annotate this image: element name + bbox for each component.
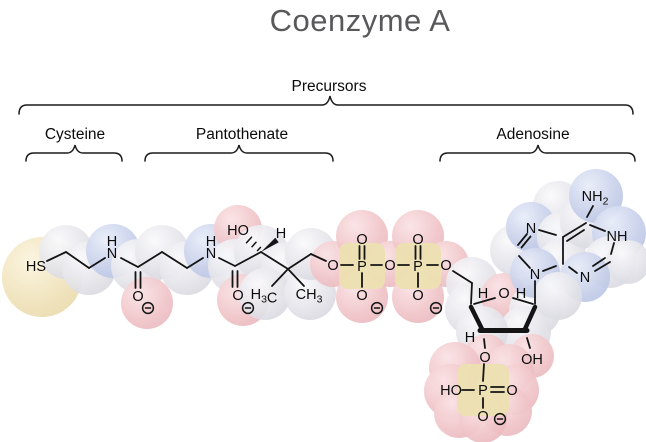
- minus-charge-icon: [141, 301, 155, 315]
- bond: [473, 297, 496, 305]
- bond: [542, 265, 557, 272]
- bond: [610, 242, 615, 255]
- atom-label: H: [276, 226, 286, 242]
- bond: [310, 253, 327, 262]
- minus-charge-icon: [241, 301, 255, 315]
- atom-label: HO: [227, 223, 249, 239]
- atom-sphere-c: [239, 268, 291, 320]
- pantothenate-brace: [144, 144, 334, 162]
- bond: [520, 235, 532, 249]
- bond: [522, 304, 538, 332]
- pantothenate-label: Pantothenate: [195, 126, 289, 143]
- bond: [483, 338, 486, 349]
- bond: [120, 257, 139, 268]
- wedge-bond: [261, 237, 279, 252]
- bond: [568, 266, 578, 274]
- atom-label: HS: [26, 259, 46, 275]
- bond: [562, 222, 587, 238]
- atom-label: O: [412, 288, 423, 304]
- atom-label: H3C: [251, 287, 278, 307]
- atom-label: P: [478, 383, 488, 399]
- bond: [468, 304, 485, 332]
- bond: [218, 257, 236, 267]
- atom-label: N: [526, 221, 536, 237]
- atom-label: NH: [607, 229, 628, 245]
- bond: [566, 229, 585, 242]
- atom-label: H: [478, 286, 488, 302]
- page-title: Coenzyme A: [269, 3, 451, 38]
- atom-label: OH: [521, 352, 543, 368]
- atom-label: N: [580, 270, 590, 286]
- atom-label: H: [516, 286, 526, 302]
- bond: [452, 270, 473, 284]
- bond: [137, 251, 163, 268]
- atom-label: CH3: [296, 287, 323, 306]
- bond: [538, 229, 557, 236]
- atom-label: H: [206, 234, 216, 250]
- atom-label: O: [356, 288, 367, 304]
- bond: [518, 255, 531, 269]
- bond: [482, 363, 485, 382]
- bond: [88, 257, 106, 269]
- bond: [287, 253, 312, 270]
- adenosine-label: Adenosine: [496, 126, 570, 143]
- cysteine-brace: [25, 144, 123, 162]
- bond: [234, 251, 262, 267]
- atom-label: H: [107, 234, 117, 250]
- bond: [526, 337, 531, 349]
- atom-label: N: [530, 267, 540, 283]
- precursors-brace: [18, 95, 634, 115]
- adenosine-brace: [439, 144, 636, 162]
- bond: [65, 251, 90, 269]
- atom-label: NH2: [582, 189, 609, 208]
- bond: [186, 257, 204, 269]
- minus-charge-icon: [429, 301, 443, 315]
- bond: [287, 268, 305, 287]
- precursors-label: Precursors: [291, 78, 367, 95]
- minus-charge-icon: [370, 301, 384, 315]
- bond: [592, 257, 606, 267]
- bond: [46, 251, 67, 262]
- bond: [517, 233, 528, 246]
- atom-label: O: [384, 258, 395, 274]
- atom-label: O: [440, 258, 451, 274]
- bond: [256, 246, 262, 252]
- atom-label: N: [206, 246, 216, 262]
- atom-label: HO: [440, 383, 462, 399]
- bond: [594, 261, 611, 272]
- bond: [512, 297, 534, 305]
- atom-label: P: [413, 259, 423, 275]
- atom-label: O: [327, 258, 338, 274]
- bond: [260, 251, 289, 270]
- bond: [470, 282, 473, 305]
- atom-sphere-c: [534, 272, 582, 320]
- bond: [586, 205, 594, 218]
- atom-label: P: [357, 259, 367, 275]
- bond: [161, 251, 188, 269]
- atom-label: O: [498, 286, 509, 302]
- cysteine-label: Cysteine: [44, 126, 106, 143]
- atom-label: O: [356, 232, 367, 248]
- atom-label: O: [132, 289, 143, 305]
- bond: [589, 224, 606, 232]
- atom-label: N: [107, 246, 117, 262]
- minus-charge-icon: [493, 412, 507, 426]
- bond: [245, 236, 253, 244]
- atom-label: O: [412, 232, 423, 248]
- bond: [271, 268, 289, 287]
- atom-label: O: [232, 288, 243, 304]
- atom-label: O: [479, 350, 490, 366]
- atom-label: O: [477, 409, 488, 425]
- bond: [251, 241, 257, 248]
- atom-label: O: [506, 383, 517, 399]
- atom-label: H: [465, 330, 475, 346]
